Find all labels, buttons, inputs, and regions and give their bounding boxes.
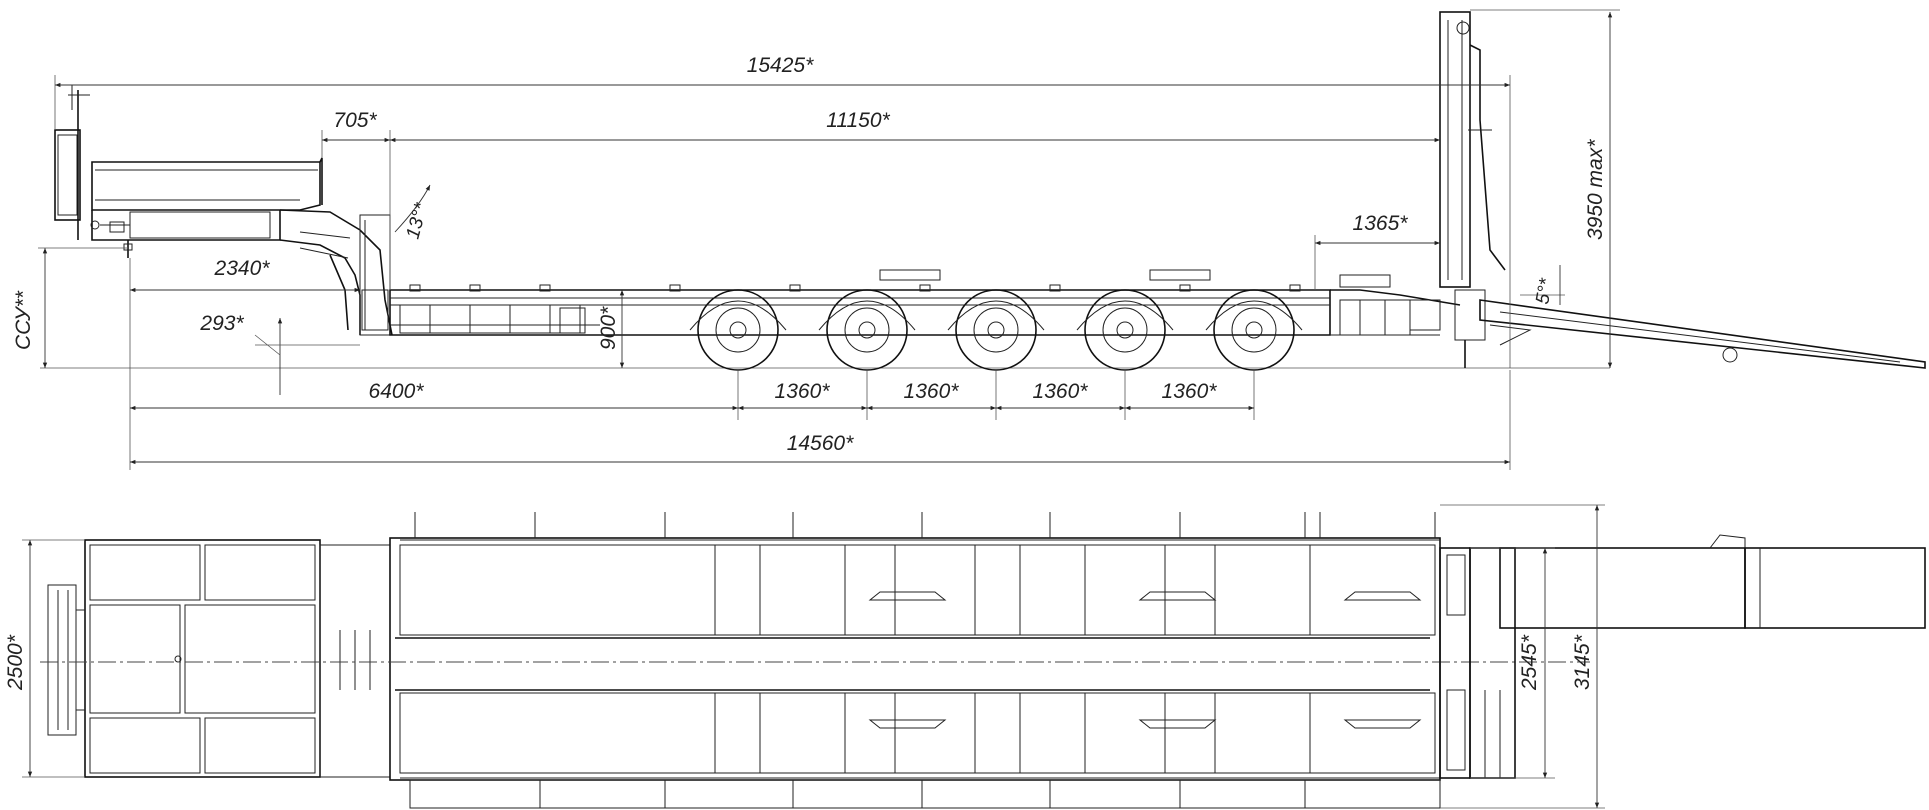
dim-axle-spacing-2: 1360*: [904, 380, 960, 403]
gooseneck-plan: [47, 539, 391, 778]
wheel-4: [1084, 289, 1166, 371]
top-dimensions: 2500* 2545* 3145*: [4, 504, 1605, 809]
axle-group: [689, 289, 1303, 371]
dim-overall-length: 15425*: [747, 54, 814, 77]
ramp-plan: [1439, 534, 1926, 779]
wheel-3: [955, 289, 1037, 371]
dim-kingpin-height: ССУ**: [12, 290, 35, 350]
dim-deck-drop: 293*: [199, 312, 244, 335]
dim-deck-height: 900*: [597, 306, 620, 350]
dim-axle-spacing-4: 1360*: [1162, 380, 1218, 403]
dim-gooseneck-angle: 13°*: [403, 200, 433, 241]
dim-kingpin-to-axle: 6400*: [369, 380, 425, 403]
dim-kingpin-to-neck: 2340*: [214, 257, 271, 280]
dim-ramp-length: 1365*: [1353, 212, 1409, 235]
dim-axle-spacing-1: 1360*: [775, 380, 831, 403]
deck-plan: [40, 512, 1590, 809]
wheel-1: [697, 289, 779, 371]
top-view: 2500* 2545* 3145*: [4, 504, 1926, 809]
side-view: 15425* 705* 11150* 13°* 1365* 5°* 3950: [12, 9, 1926, 470]
dim-axle-spacing-3: 1360*: [1033, 380, 1089, 403]
dim-gooseneck-offset: 705*: [333, 109, 377, 132]
dim-overall-width: 2500*: [4, 634, 27, 691]
wheel-2: [826, 289, 908, 371]
gooseneck: [54, 85, 393, 336]
dim-ramp-width: 2545*: [1518, 634, 1541, 691]
wheel-5: [1213, 289, 1295, 371]
dim-deck-length: 11150*: [826, 109, 890, 132]
dim-ramp-outer-width: 3145*: [1571, 634, 1594, 690]
dim-max-height: 3950 max*: [1584, 139, 1607, 240]
dim-frame-length: 14560*: [787, 432, 854, 455]
side-dimensions: 15425* 705* 11150* 13°* 1365* 5°* 3950: [12, 9, 1620, 470]
rear-ramp-raised: [1439, 11, 1926, 369]
dim-ramp-angle: 5°*: [1532, 276, 1557, 305]
lowbed-deck: [389, 269, 1461, 336]
